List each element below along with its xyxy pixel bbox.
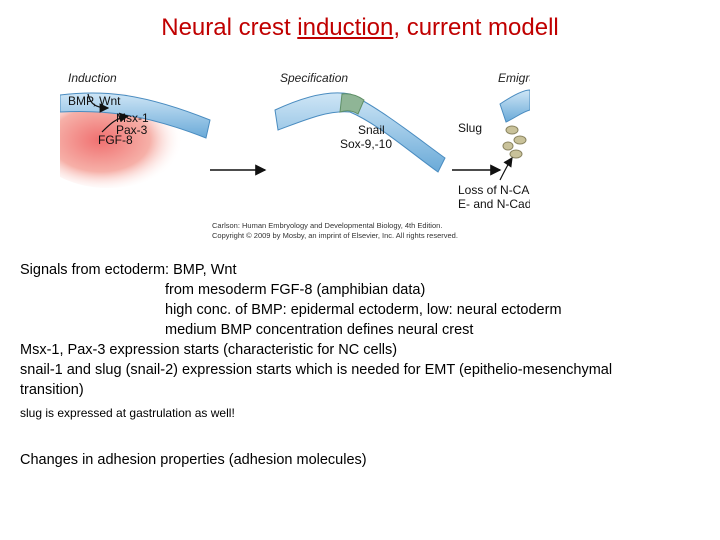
body-line-2: from mesoderm FGF-8 (amphibian data) [165,282,426,298]
fgf8-arrow [101,112,130,133]
migrating-cells [502,125,527,159]
title-part1: Neural crest [161,14,298,41]
label-snail: Snail [358,123,385,137]
label-loss-ncam: Loss of N-CAM, [458,183,530,197]
title-part2: , current modell [393,14,559,41]
label-slug: Slug [458,121,482,135]
slide-title: Neural crest induction, current modell [0,14,720,42]
panel-label-induction: Induction [68,71,117,85]
neural-crest-diagram: Induction Specification Emigration BMP, … [60,60,530,250]
body-line-8: slug is expressed at gastrulation as wel… [20,406,235,420]
body-line-3: high conc. of BMP: epidermal ectoderm, l… [165,302,562,318]
label-msx1: Msx-1 [116,111,149,125]
adhesion-arrow [499,157,513,181]
slide-body: Signals from ectoderm: BMP, Wnt from mes… [20,260,710,470]
panel-label-emigration: Emigration [498,71,530,85]
induction-ectoderm-layer [60,92,211,139]
label-fgf8: FGF-8 [98,133,133,147]
label-bmp-wnt: BMP, Wnt [68,94,121,108]
body-line-7: transition) [20,382,84,398]
specification-ectoderm-layer [274,92,446,173]
body-line-1: Signals from ectoderm: BMP, Wnt [20,262,237,278]
label-sox9-10: Sox-9,-10 [340,137,392,151]
label-pax3: Pax-3 [116,123,148,137]
panel-label-specification: Specification [280,71,348,85]
body-line-9: Changes in adhesion properties (adhesion… [20,452,367,468]
body-line-4: medium BMP concentration defines neural … [165,322,474,338]
label-cadherin: E- and N-Cadherin [458,197,530,211]
spacer [20,422,710,450]
bmp-arrow [87,93,110,113]
title-underlined: induction [297,14,394,41]
neural-crest-region [339,93,365,115]
copyright-line-2: Copyright © 2009 by Mosby, an imprint of… [212,231,458,240]
body-line-6: snail-1 and slug (snail-2) expression st… [20,362,613,378]
body-line-5: Msx-1, Pax-3 expression starts (characte… [20,342,398,358]
copyright-line-1: Carlson: Human Embryology and Developmen… [212,221,442,230]
emigration-ectoderm-layer [499,89,530,123]
